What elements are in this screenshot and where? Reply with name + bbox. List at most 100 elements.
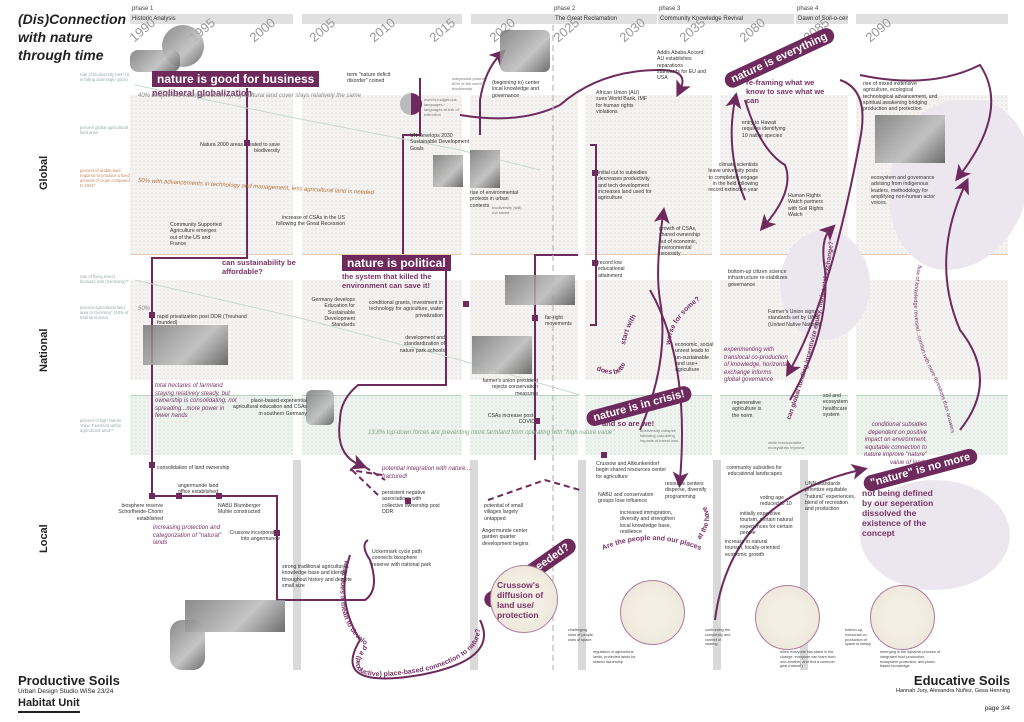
path-flow — [945, 177, 981, 431]
annotation-text: Addis Ababa Accord: AU establishes repar… — [657, 50, 707, 82]
annotation-text: world's indigenous languages / languages… — [424, 97, 459, 117]
curved-question-people: Are the people and our places — [601, 535, 702, 552]
protest-photo — [433, 155, 463, 187]
scenario-circle-1 — [490, 565, 558, 633]
trend-line-biodiversity — [134, 84, 541, 171]
event-marker — [274, 530, 280, 536]
event-marker — [532, 315, 538, 321]
scenario-circle-4 — [870, 585, 935, 650]
annotation-text: emerging in the dynamic process of integ… — [880, 650, 940, 669]
annotation-text: conditional subsidies dependent on posit… — [864, 422, 927, 466]
footer-authors: Hannah Jury, Alexandra Nuñez, Gesa Henni… — [896, 688, 1010, 694]
scenario-circle-3 — [755, 585, 820, 650]
path-crisis — [639, 207, 670, 431]
slogan-everything-sub: re-framing what we know to save what we … — [746, 78, 825, 105]
annotation-text: confronting the complexity and conflict … — [705, 628, 731, 647]
annotation-text: farmer's union president rejects conserv… — [482, 378, 539, 397]
annotation-text: increased immigration, diversity and str… — [620, 510, 676, 535]
annotation-text: Crussow and Altkunkendorf begin shared r… — [596, 461, 667, 480]
annotation-text: development and standardization of natur… — [399, 335, 445, 354]
activist-photo — [500, 30, 550, 72]
annotation-text: potential integration with nature.... fr… — [382, 466, 473, 480]
event-marker — [405, 498, 411, 504]
annotation-text: soil and ecosystem healthcare system — [823, 393, 848, 418]
slogan-crisis-sub: and so are we! — [602, 419, 655, 428]
farmers-union-president-photo — [472, 336, 532, 374]
annotation-text: percent global agricultural land area* — [80, 125, 128, 135]
annotation-text: Crussow's diffusion of land use/ protect… — [497, 580, 544, 620]
event-marker — [176, 493, 182, 499]
event-marker — [149, 462, 155, 468]
footer-right-title: Educative Soils — [913, 673, 1010, 688]
annotation-text: increasing protection and categorization… — [153, 525, 222, 546]
annotation-text: total hectares of farmland staying relat… — [155, 383, 237, 419]
annotation-text: Crussow incorporated into angermunde — [229, 530, 280, 543]
annotation-text: (beginning to) center local knowledge an… — [492, 80, 540, 99]
path-bracket — [590, 144, 597, 326]
annotation-text: initial cut to subsidies decreases produ… — [598, 170, 652, 202]
path-equity — [789, 224, 836, 401]
annotation-text: indigenous protect 80% of the world's bi… — [452, 76, 485, 91]
annotation-text: NABU Blumberger Muhle constructed — [218, 503, 261, 516]
poster-title: (Dis)Connection with nature through time — [18, 11, 127, 63]
phase-4-label: phase 4 — [797, 6, 819, 12]
annotation-text: rise of mixed instensive agriculture, ec… — [863, 81, 938, 113]
annotation-text: while irrecoverable, ecosystems improve — [768, 440, 805, 450]
path-tourism — [714, 464, 868, 621]
annotation-text: regenerative agriculture is the norm — [732, 400, 762, 419]
path-mean — [343, 554, 485, 680]
path-rise — [859, 63, 993, 182]
path-fractured — [349, 466, 386, 498]
annotation-text: conditional grants, investment in techno… — [368, 300, 443, 319]
annotation-text: economic, social unrest leads to un-sust… — [675, 342, 714, 374]
phase-3-label: phase 3 — [659, 6, 681, 12]
path-scientists — [744, 99, 789, 232]
far-right-protest-photo — [505, 275, 575, 305]
annotation-text: rate of flying insect biomass loss (Germ… — [80, 274, 129, 284]
annotation-text: increase of CSAs in the US following the… — [276, 215, 345, 228]
trend-line-insects — [134, 279, 581, 396]
event-marker — [216, 493, 222, 499]
annotation-text: term "nature deficit disorder" coined — [347, 72, 391, 85]
path-farright — [534, 254, 578, 460]
annotation-text: resource centers disperse, diversify pro… — [665, 481, 707, 500]
annotation-text: place-based experiential agricultural ed… — [232, 398, 307, 417]
sheep-photo — [170, 620, 205, 670]
annotation-text: biosphere reserve Schorfheide-Chorin est… — [118, 503, 163, 522]
annotation-text: angermunde land office established — [178, 483, 219, 496]
languages-pie-chart — [400, 93, 422, 115]
annotation-text: strong traditional agricultural knowledg… — [282, 564, 352, 589]
annotation-text: bottom-up, horizontal co-production of s… — [845, 628, 871, 647]
footer-habitat-unit-logo: Habitat Unit — [18, 697, 80, 713]
svg-text:start with: start with — [620, 313, 638, 345]
annotation-text: entry to Hawaii requires identifying 10 … — [742, 120, 786, 139]
annotation-text: 13.8% top-down forces are preventing mor… — [368, 430, 615, 436]
annotation-text: rise of environmental protests in urban … — [470, 190, 519, 209]
event-marker — [601, 452, 607, 458]
annotation-text: Farmer's Union signs standards set by UN… — [768, 309, 822, 328]
phase-1-label: phase 1 — [132, 6, 154, 12]
phase-1-bar: Historic Analysis — [130, 14, 293, 24]
annotation-text: climate scientists leave university post… — [708, 162, 758, 194]
annotation-text: 50% — [138, 306, 151, 312]
footer-studio: Urban Design Studio WiSe 23/24 — [18, 688, 114, 695]
annotation-text: percent of high Nature Value Farmland wi… — [80, 418, 122, 433]
curved-question-start: start with — [620, 313, 638, 345]
annotation-text: rapid privatization post DDR (Treuhand f… — [157, 314, 247, 327]
event-marker — [592, 260, 598, 266]
annotation-text: ecosystem and governance advising from i… — [871, 175, 936, 207]
phase-2-label: phase 2 — [554, 6, 576, 12]
treuhand-building-photo — [143, 325, 228, 365]
event-marker — [463, 301, 469, 307]
annotation-text: African Union (AU) sues World Bank, IMF … — [596, 90, 647, 115]
annotation-text: growth of CSAs, shared ownership out of … — [659, 226, 700, 258]
phase-bar-blank — [856, 14, 1008, 24]
event-marker — [244, 140, 250, 146]
footer-left-title: Productive Soils — [18, 673, 120, 688]
event-marker — [592, 170, 598, 176]
annotation-text: increase in natural tourism, locally-ori… — [725, 539, 780, 558]
svg-text:what does it mean to develop a: what does it mean to develop a (producti… — [338, 559, 482, 678]
annotation-text: 40% despite increasing productivity, agr… — [138, 93, 361, 99]
annotation-text: UNN standards prioritize equitable "natu… — [805, 481, 856, 513]
annotation-text: persistent negative associations with co… — [382, 490, 440, 515]
